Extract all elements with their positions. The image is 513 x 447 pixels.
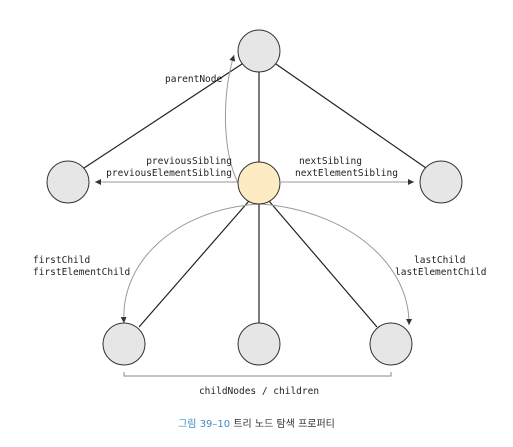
previous-sibling-node-circle (46, 160, 90, 204)
next-element-sibling-label: nextElementSibling (295, 168, 398, 179)
edge-parent-to-previous-sibling (83, 61, 246, 169)
last-child-arrow (259, 203, 413, 326)
middle-child-node-circle (237, 322, 281, 366)
parent-node-circle (237, 29, 281, 73)
labels: parentNode previousSibling previousEleme… (33, 74, 487, 397)
child-nodes-bracket (123, 372, 392, 377)
next-sibling-node-circle (419, 160, 463, 204)
first-child-node-circle (102, 322, 146, 366)
parent-node-arrow (225, 54, 239, 184)
edge-current-to-last-child (268, 200, 378, 328)
last-element-child-label: lastElementChild (395, 267, 487, 278)
first-child-label: firstChild (33, 255, 90, 266)
previous-sibling-label: previousSibling (146, 156, 232, 167)
current-node-circle (237, 161, 281, 205)
previous-element-sibling-label: previousElementSibling (106, 168, 232, 179)
parent-node-label: parentNode (165, 74, 222, 85)
last-child-label: lastChild (414, 255, 465, 266)
first-element-child-label: firstElementChild (33, 267, 130, 278)
first-child-arrow (120, 203, 259, 324)
child-nodes-label: childNodes / children (199, 386, 319, 397)
figure-number: 그림 39–10 (178, 419, 231, 430)
tree-edges (83, 61, 427, 328)
last-child-node-circle (369, 322, 413, 366)
edge-parent-to-next-sibling (272, 61, 427, 169)
figure-caption: 그림 39–10 트리 노드 탐색 프로퍼티 (0, 415, 513, 430)
dom-tree-diagram: parentNode previousSibling previousEleme… (33, 29, 487, 397)
tree-nodes (46, 29, 463, 366)
next-sibling-label: nextSibling (299, 156, 362, 167)
navigation-arrows (95, 54, 414, 326)
figure-title: 트리 노드 탐색 프로퍼티 (233, 419, 335, 430)
edge-current-to-first-child (138, 200, 250, 328)
